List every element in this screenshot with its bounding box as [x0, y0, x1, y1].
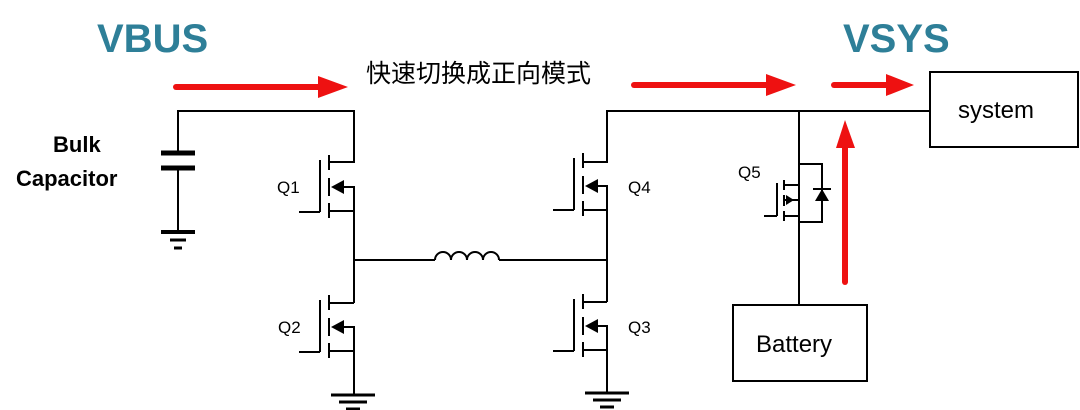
mosfet-q3-symbol [553, 294, 608, 393]
switch-node-left-wire [353, 211, 435, 261]
vsys-rail-wire [583, 110, 930, 163]
q1-label: Q1 [277, 178, 300, 197]
mosfet-q4-symbol [553, 153, 608, 302]
system-label: system [958, 97, 1034, 124]
body-diode-icon [813, 188, 831, 201]
q4-label: Q4 [628, 178, 651, 197]
mosfet-q1-symbol [299, 155, 355, 218]
bulk-label-line2: Capacitor [16, 166, 118, 191]
bulk-label-line1: Bulk [53, 132, 101, 157]
mosfet-q5-symbol [764, 111, 823, 305]
ground-icon [331, 393, 375, 410]
ground-icon [161, 230, 195, 250]
vsys-label: VSYS [843, 17, 950, 61]
flow-arrow-vbus [173, 76, 348, 98]
vbus-rail-wire [177, 110, 355, 163]
mode-caption: 快速切换成正向模式 [366, 59, 591, 88]
system-box [929, 71, 1079, 148]
bulk-capacitor-symbol [161, 150, 195, 232]
q3-label: Q3 [628, 318, 651, 337]
flow-arrow-battery-up [836, 120, 855, 285]
flow-arrow-vsys [831, 74, 914, 96]
vbus-label: VBUS [97, 17, 208, 61]
battery-box [732, 304, 868, 382]
mosfet-q2-symbol [299, 295, 355, 395]
flow-arrow-middle [631, 74, 796, 96]
inductor-symbol [434, 251, 500, 261]
ground-icon [585, 391, 629, 409]
q5-label: Q5 [738, 163, 761, 182]
battery-label: Battery [756, 331, 832, 358]
q2-label: Q2 [278, 318, 301, 337]
